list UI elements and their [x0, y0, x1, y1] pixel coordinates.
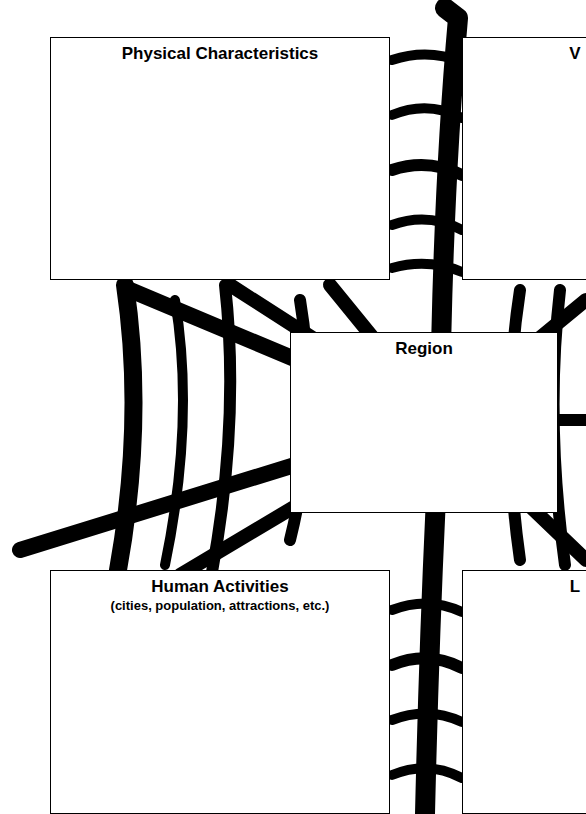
web-ring — [392, 165, 462, 175]
organizer-box: Human Activities(cities, population, att… — [50, 570, 390, 814]
organizer-box: Region — [290, 332, 558, 513]
web-ring — [212, 285, 230, 572]
organizer-box: Physical Characteristics — [50, 37, 390, 280]
box-note: (cities, population, attractions, etc.) — [51, 597, 389, 614]
web-ring — [392, 713, 462, 722]
web-ring — [165, 300, 183, 565]
web-ring — [118, 285, 134, 570]
web-ring — [392, 658, 462, 668]
box-heading: V — [463, 44, 586, 64]
web-ring — [392, 603, 462, 612]
web-ring — [392, 768, 462, 778]
box-heading: L — [463, 577, 586, 597]
web-ring — [392, 108, 462, 118]
organizer-box: V — [462, 37, 586, 280]
web-ring — [392, 264, 462, 272]
organizer-box: L — [462, 570, 586, 814]
web-ring — [392, 54, 462, 62]
web-ring — [392, 220, 462, 230]
box-heading: Human Activities — [51, 577, 389, 597]
box-heading: Physical Characteristics — [51, 44, 389, 64]
box-heading: Region — [291, 339, 557, 359]
